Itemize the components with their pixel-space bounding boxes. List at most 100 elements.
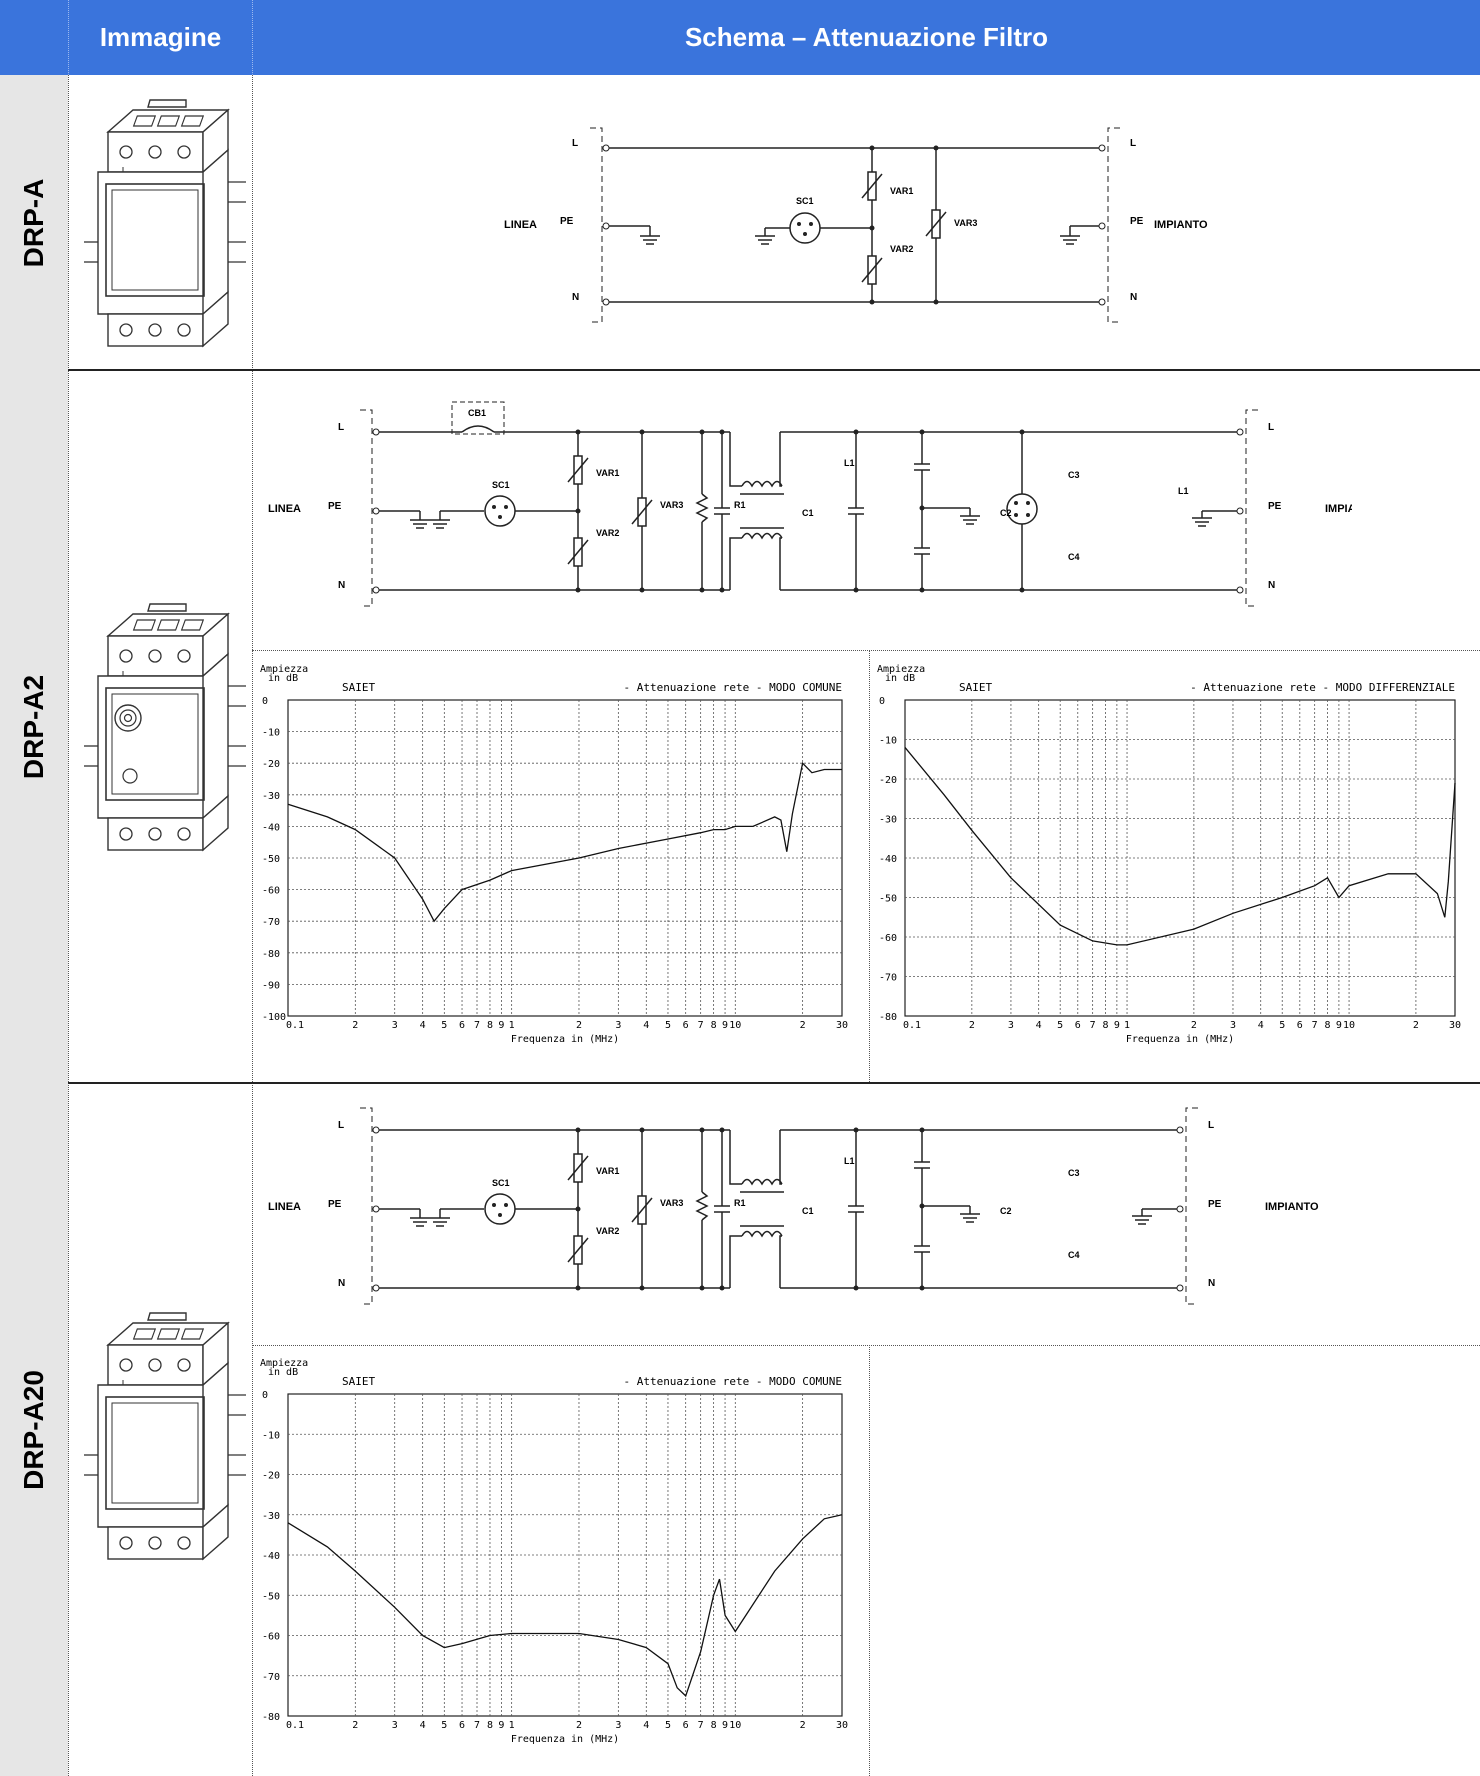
label-l1: L1 xyxy=(844,1156,855,1166)
chart-xtick-label: 30 xyxy=(1449,1020,1461,1031)
chart-ytick-label: -10 xyxy=(879,736,897,747)
row-label-drpa: DRP-A xyxy=(18,178,49,267)
label-var2: VAR2 xyxy=(596,1226,619,1236)
chart-xtick-label: 8 xyxy=(1102,1020,1108,1031)
chart-xtick-label: 6 xyxy=(683,1720,689,1731)
device-image-drpa xyxy=(83,99,247,347)
row-label-drpa2: DRP-A2 xyxy=(18,674,49,779)
chart-title: - Attenuazione rete - MODO COMUNE xyxy=(623,681,842,694)
chart-ytick-label: -30 xyxy=(262,1511,280,1522)
chart-xtick-label: 9 xyxy=(498,1720,504,1731)
terminal-PE-impianto: PE xyxy=(1268,501,1282,512)
chart-xtick-label: 1 xyxy=(1124,1020,1130,1031)
chart-title: - Attenuazione rete - MODO DIFFERENZIALE xyxy=(1190,681,1455,694)
chart-ytick-label: -50 xyxy=(879,894,897,905)
chart-xtick-label: 5 xyxy=(441,1020,447,1031)
chart-ytick-label: -70 xyxy=(879,973,897,984)
label-c1: C1 xyxy=(802,508,814,518)
label-var1: VAR1 xyxy=(596,468,619,478)
chart-xtick-label: 5 xyxy=(665,1020,671,1031)
chart-xlabel: Frequenza in (MHz) xyxy=(1126,1034,1234,1045)
label-impianto: IMPIANTO xyxy=(1154,219,1208,231)
grid-line xyxy=(252,650,1480,651)
chart-xtick-label: 0.1 xyxy=(286,1720,304,1731)
chart-xtick-label: 8 xyxy=(711,1020,717,1031)
chart-title-brand: SAIET xyxy=(342,681,375,694)
label-sc1: SC1 xyxy=(796,196,814,206)
chart-xtick-label: 5 xyxy=(441,1720,447,1731)
header-schema-cell: Schema – Attenuazione Filtro xyxy=(252,0,1480,75)
grid-line xyxy=(869,650,870,1082)
chart-xtick-label: 6 xyxy=(459,1020,465,1031)
label-c3: C3 xyxy=(1068,470,1080,480)
chart-ylabel: Ampiezza xyxy=(877,664,925,675)
chart-title-brand: SAIET xyxy=(342,1375,375,1388)
chart-xtick-label: 4 xyxy=(643,1020,649,1031)
chart-ytick-label: -60 xyxy=(262,886,280,897)
terminal-N-impianto: N xyxy=(1130,292,1137,303)
grid-line xyxy=(252,75,253,1776)
chart-xtick-label: 6 xyxy=(459,1720,465,1731)
chart-xtick-label: 6 xyxy=(1075,1020,1081,1031)
chart-xtick-label: 6 xyxy=(1297,1020,1303,1031)
chart-xtick-label: 8 xyxy=(1325,1020,1331,1031)
terminal-PE-linea: PE xyxy=(328,501,342,512)
chart-xtick-label: 30 xyxy=(836,1020,848,1031)
chart-xtick-label: 7 xyxy=(698,1720,704,1731)
label-var1: VAR1 xyxy=(596,1166,619,1176)
chart-xtick-label: 7 xyxy=(474,1720,480,1731)
row-label-cell-drpa2: DRP-A2 xyxy=(0,370,68,1083)
chart-xtick-label: 4 xyxy=(643,1720,649,1731)
chart-xtick-label: 3 xyxy=(615,1720,621,1731)
chart-ytick-label: -10 xyxy=(262,1430,280,1441)
chart-xtick-label: 1 xyxy=(509,1020,515,1031)
terminal-N-linea: N xyxy=(338,580,345,591)
chart-ytick-label: -70 xyxy=(262,1672,280,1683)
grid-line xyxy=(869,1345,870,1776)
label-cb1: CB1 xyxy=(468,408,486,418)
label-c4: C4 xyxy=(1068,552,1080,562)
terminal-N-impianto: N xyxy=(1268,580,1275,591)
row-label-cell-drpa: DRP-A xyxy=(0,75,68,370)
terminal-N-impianto: N xyxy=(1208,1278,1215,1289)
chart-xtick-label: 5 xyxy=(1279,1020,1285,1031)
label-c3: C3 xyxy=(1068,1168,1080,1178)
label-var3: VAR3 xyxy=(660,1198,683,1208)
chart-ylabel-unit: in dB xyxy=(268,673,298,684)
chart-xtick-label: 7 xyxy=(474,1020,480,1031)
chart-ytick-label: 0 xyxy=(262,696,268,707)
chart-xtick-label: 3 xyxy=(615,1020,621,1031)
chart-xtick-label: 9 xyxy=(498,1020,504,1031)
chart-frame xyxy=(904,699,1456,1017)
label-var2: VAR2 xyxy=(596,528,619,538)
terminal-L-impianto: L xyxy=(1208,1120,1214,1131)
terminal-PE-linea: PE xyxy=(328,1199,342,1210)
chart-drpa2-modo-comune: SAIET- Attenuazione rete - MODO COMUNEAm… xyxy=(260,664,848,1045)
chart-drpa20-modo-comune: SAIET- Attenuazione rete - MODO COMUNEAm… xyxy=(260,1358,848,1745)
chart-drpa2-modo-differenziale: SAIET- Attenuazione rete - MODO DIFFEREN… xyxy=(877,664,1461,1045)
label-var1: VAR1 xyxy=(890,186,913,196)
chart-ytick-label: -60 xyxy=(879,933,897,944)
chart-xlabel: Frequenza in (MHz) xyxy=(511,1734,619,1745)
terminal-N-linea: N xyxy=(572,292,579,303)
chart-xtick-label: 2 xyxy=(576,1720,582,1731)
chart-xtick-label: 4 xyxy=(420,1020,426,1031)
header-image-label: Immagine xyxy=(99,22,222,52)
chart-xtick-label: 8 xyxy=(711,1720,717,1731)
chart-ylabel-unit: in dB xyxy=(885,673,915,684)
schematic-drpa20: L PE N LINEA L PE N IMPIANTO SC1 VAR1 VA… xyxy=(268,1107,1319,1305)
chart-xtick-label: 5 xyxy=(665,1720,671,1731)
chart-xlabel: Frequenza in (MHz) xyxy=(511,1034,619,1045)
chart-xtick-label: 0.1 xyxy=(903,1020,921,1031)
label-var2: VAR2 xyxy=(890,244,913,254)
chart-xtick-label: 9 xyxy=(722,1020,728,1031)
chart-xtick-label: 3 xyxy=(1008,1020,1014,1031)
terminal-N-linea: N xyxy=(338,1278,345,1289)
chart-ytick-label: -90 xyxy=(262,980,280,991)
label-linea: LINEA xyxy=(268,503,301,515)
terminal-L-impianto: L xyxy=(1268,422,1274,433)
chart-ylabel-unit: in dB xyxy=(268,1367,298,1378)
chart-series-line xyxy=(904,746,1456,946)
chart-xtick-label: 2 xyxy=(352,1020,358,1031)
chart-ytick-label: -10 xyxy=(262,728,280,739)
